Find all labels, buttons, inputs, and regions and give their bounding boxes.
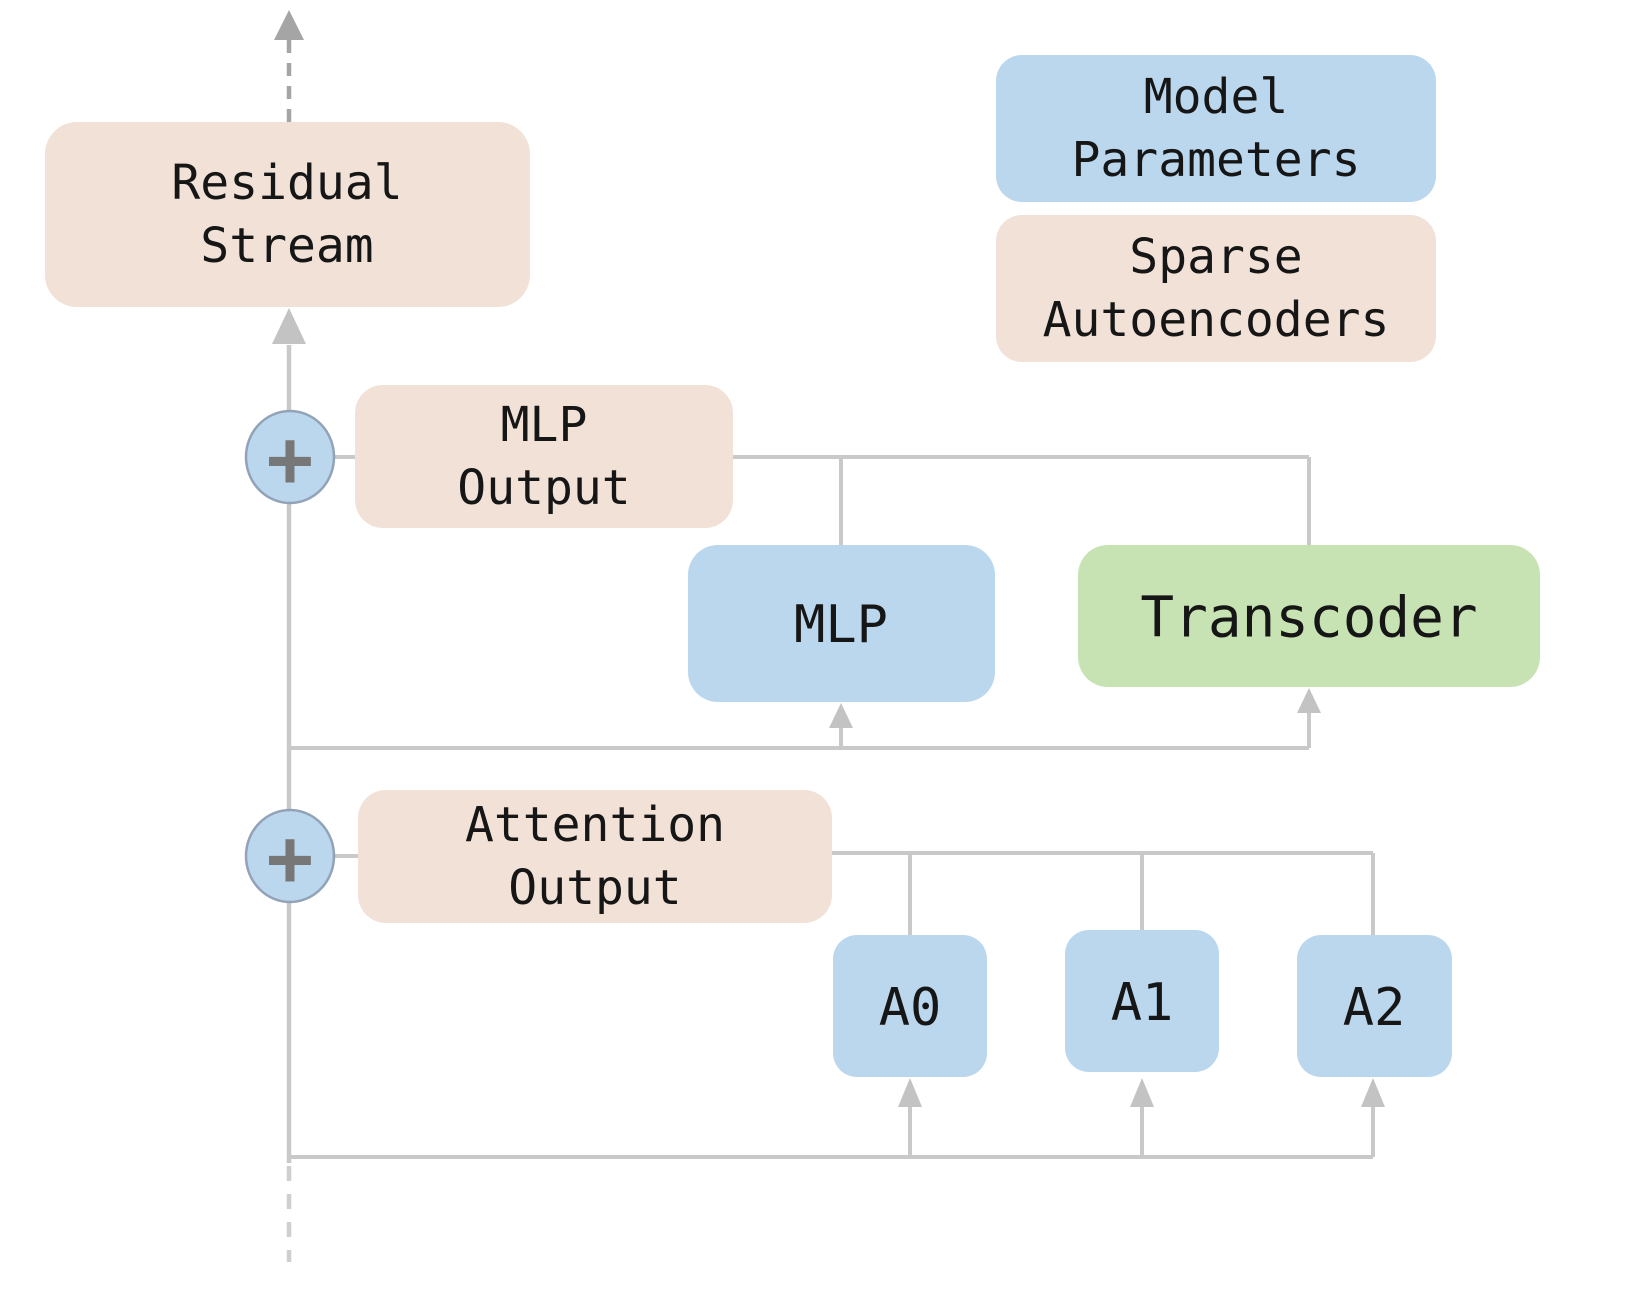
transcoder-node <box>1078 545 1540 687</box>
plus-operator-mlp: + <box>267 415 314 505</box>
a0-label: A0 <box>879 978 942 1038</box>
residual-stream-label-line2: Stream <box>200 218 373 274</box>
operator-layer: + + <box>244 409 336 904</box>
residual-stream-node <box>45 122 530 307</box>
arrow-into-residual-stream-icon <box>272 308 306 344</box>
legend-sparse-autoencoders <box>996 215 1436 362</box>
arrow-up-icon <box>274 10 304 40</box>
legend-sparse-autoencoders-line2: Autoencoders <box>1043 292 1390 348</box>
node-layer: Residual Stream Model Parameters Sparse … <box>45 55 1540 1077</box>
residual-stream-label-line1: Residual <box>171 155 402 211</box>
sum-circle-attention <box>244 808 336 904</box>
attention-output-label-line2: Output <box>508 860 681 916</box>
plus-operator-attention: + <box>267 814 314 904</box>
a0-node <box>833 935 987 1077</box>
mlp-output-label-line2: Output <box>457 460 630 516</box>
arrow-into-transcoder-icon <box>1297 688 1321 713</box>
attention-output-node <box>358 790 832 923</box>
legend-model-parameters <box>996 55 1436 202</box>
sum-circle-mlp <box>244 409 336 505</box>
legend-model-parameters-line1: Model <box>1144 69 1289 125</box>
a1-label: A1 <box>1111 973 1174 1033</box>
a2-label: A2 <box>1343 978 1406 1038</box>
a2-node <box>1297 935 1452 1077</box>
transcoder-label: Transcoder <box>1140 586 1477 651</box>
mlp-label: MLP <box>794 595 888 655</box>
a1-node <box>1065 930 1219 1072</box>
arrow-into-a2-icon <box>1361 1078 1385 1107</box>
attention-output-label-line1: Attention <box>465 797 725 853</box>
mlp-output-node <box>355 385 733 528</box>
arrow-into-mlp-icon <box>829 703 853 728</box>
mlp-node <box>688 545 995 702</box>
legend-model-parameters-line2: Parameters <box>1072 132 1361 188</box>
arrow-into-a0-icon <box>898 1078 922 1107</box>
arrow-into-a1-icon <box>1130 1078 1154 1107</box>
legend-sparse-autoencoders-line1: Sparse <box>1129 229 1302 285</box>
wire-layer <box>286 34 1375 1262</box>
mlp-output-label-line1: MLP <box>501 397 588 453</box>
arrowhead-layer <box>272 10 1385 1107</box>
